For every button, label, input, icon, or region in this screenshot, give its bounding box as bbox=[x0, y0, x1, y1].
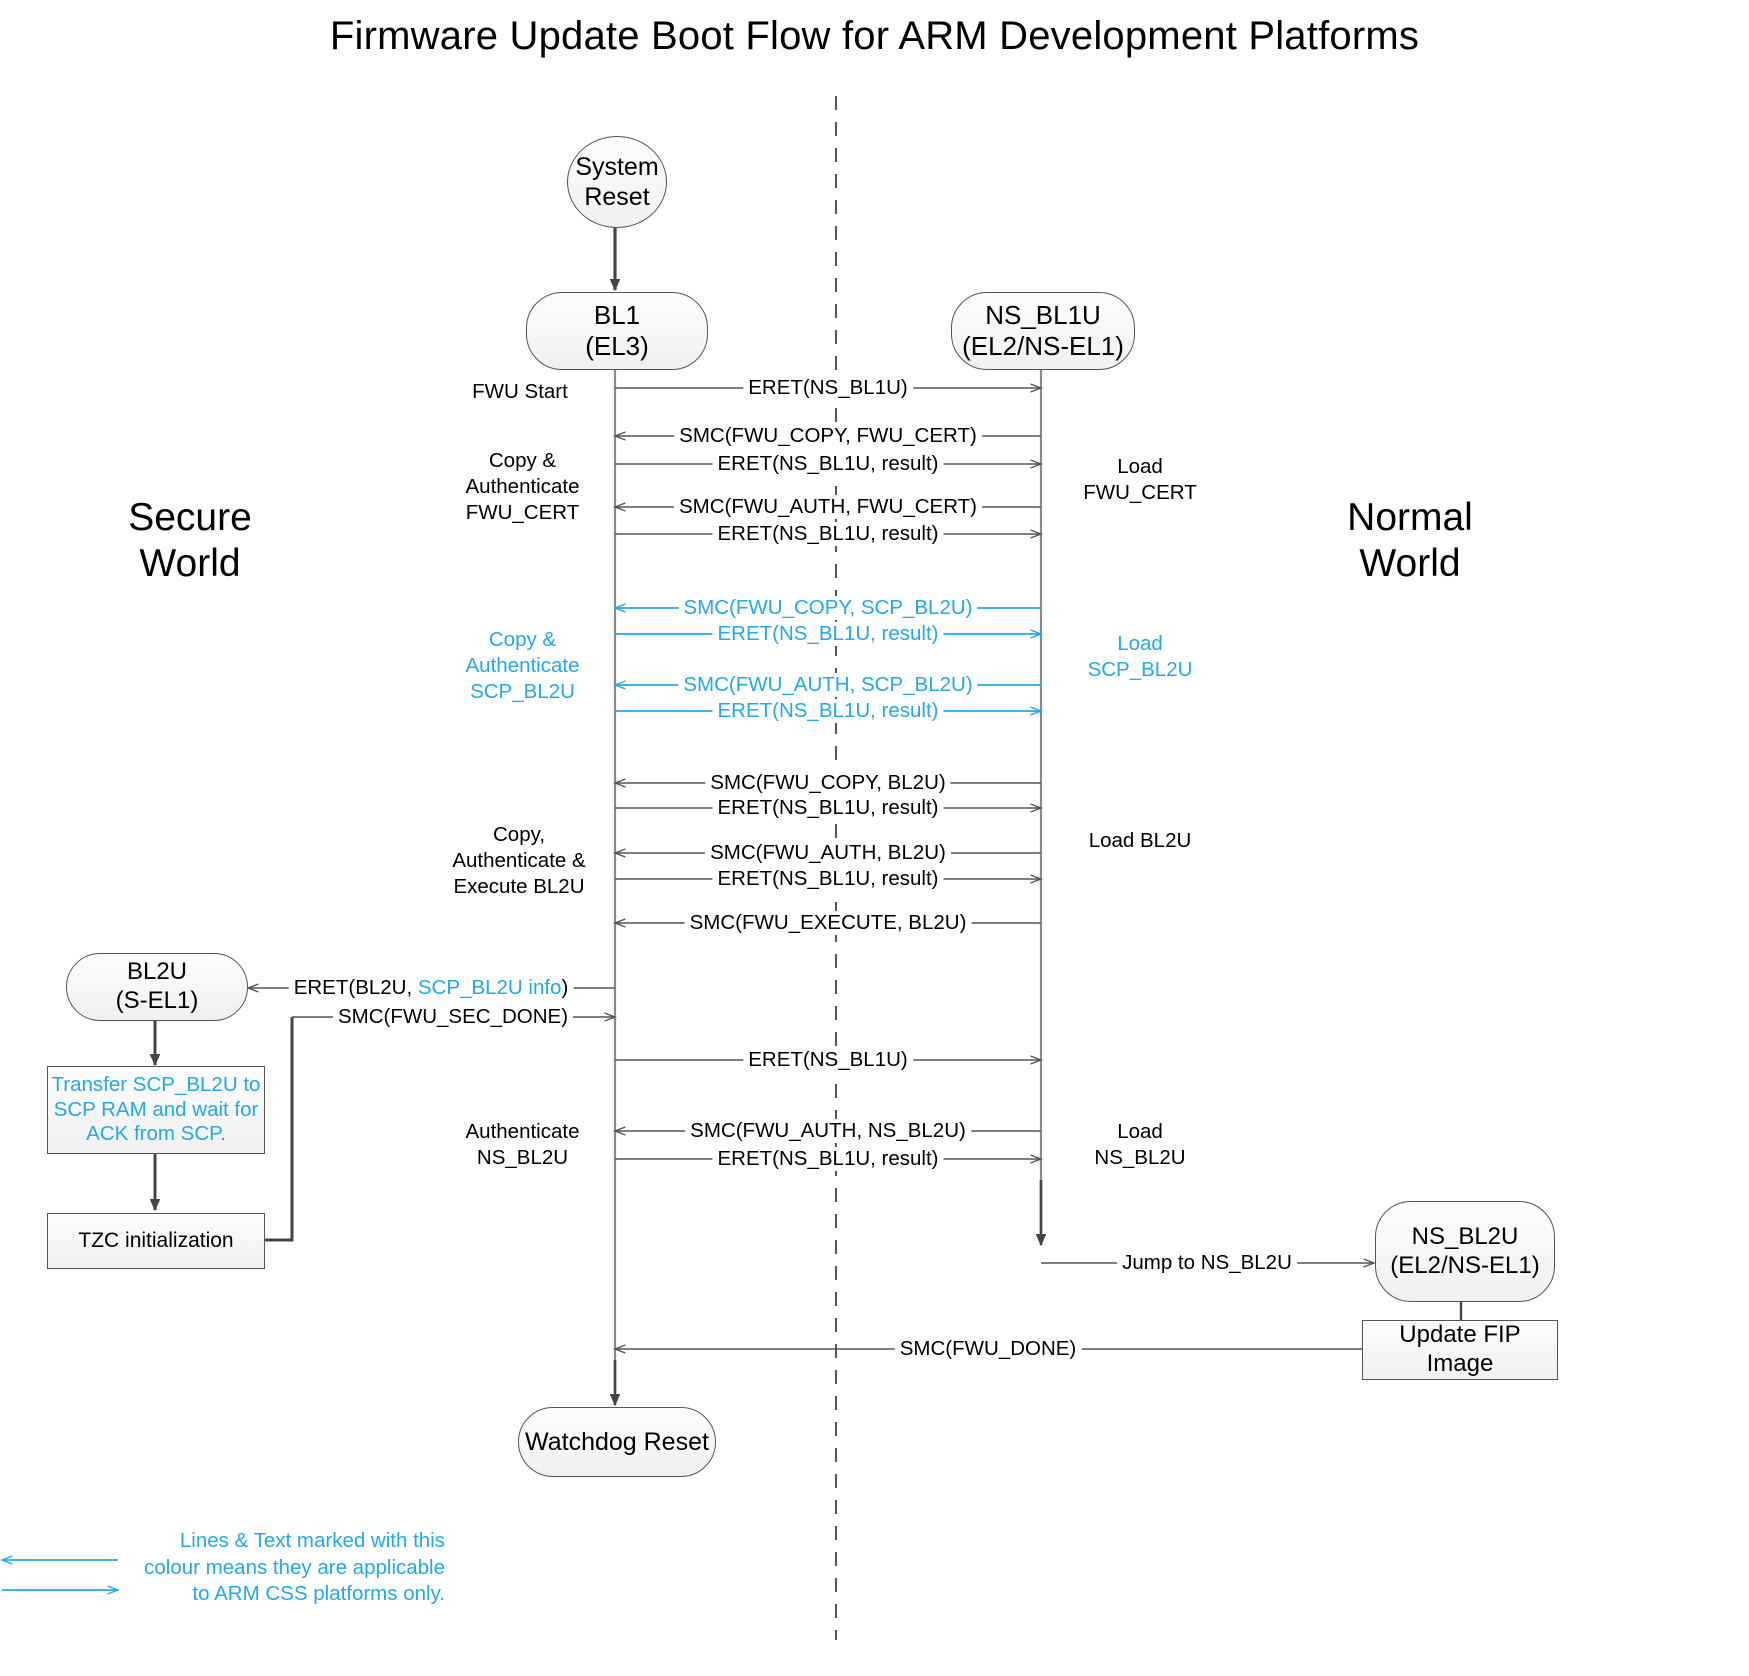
message-m15-part-b: SCP_BL2U info bbox=[417, 976, 562, 999]
message-m15-part-c: ) bbox=[561, 976, 569, 999]
message-label-m16: SMC(FWU_SEC_DONE) bbox=[332, 1005, 574, 1029]
message-label-m13: ERET(NS_BL1U, result) bbox=[712, 867, 944, 891]
node-ns-bl2u[interactable]: NS_BL2U (EL2/NS-EL1) bbox=[1375, 1201, 1555, 1302]
message-label-m2: SMC(FWU_COPY, FWU_CERT) bbox=[674, 424, 982, 448]
message-label-m8: SMC(FWU_AUTH, SCP_BL2U) bbox=[678, 673, 978, 697]
message-label-m7: ERET(NS_BL1U, result) bbox=[712, 622, 944, 646]
message-label-m14: SMC(FWU_EXECUTE, BL2U) bbox=[684, 911, 972, 935]
message-m15-part-a: ERET(BL2U, bbox=[293, 976, 418, 999]
node-bl1[interactable]: BL1 (EL3) bbox=[526, 292, 708, 370]
arrow-tzc-to-secdone bbox=[265, 1017, 294, 1242]
legend-text: Lines & Text marked with this colour mea… bbox=[144, 1529, 445, 1606]
message-label-m20: Jump to NS_BL2U bbox=[1117, 1251, 1297, 1275]
message-label-m10: SMC(FWU_COPY, BL2U) bbox=[705, 771, 951, 795]
node-system-reset[interactable]: System Reset bbox=[567, 136, 667, 228]
message-label-m15: ERET(BL2U, SCP_BL2U info) bbox=[288, 976, 574, 1000]
node-tzc-initialization[interactable]: TZC initialization bbox=[47, 1213, 265, 1269]
right-annotation-load-bl2u: Load BL2U bbox=[1088, 829, 1192, 852]
secure-world-label: Secure World bbox=[128, 496, 252, 586]
right-annotation-load-scp-bl2u: Load SCP_BL2U bbox=[1087, 632, 1193, 682]
message-label-m9: ERET(NS_BL1U, result) bbox=[712, 699, 944, 723]
left-annotation-copy-auth-scp-bl2u: Copy & Authenticate SCP_BL2U bbox=[465, 628, 580, 704]
left-annotation-authenticate-ns-bl2u: Authenticate NS_BL2U bbox=[465, 1120, 580, 1170]
node-watchdog-reset[interactable]: Watchdog Reset bbox=[518, 1407, 716, 1477]
page-title: Firmware Update Boot Flow for ARM Develo… bbox=[329, 14, 1420, 58]
normal-world-label: Normal World bbox=[1347, 496, 1473, 586]
left-annotation-fwu-start: FWU Start bbox=[472, 380, 568, 403]
node-transfer-scp-bl2u[interactable]: Transfer SCP_BL2U to SCP RAM and wait fo… bbox=[47, 1066, 265, 1154]
right-annotation-load-fwu-cert: Load FWU_CERT bbox=[1083, 455, 1197, 505]
message-label-m1: ERET(NS_BL1U) bbox=[743, 376, 913, 400]
message-label-m17: ERET(NS_BL1U) bbox=[743, 1048, 913, 1072]
message-label-m12: SMC(FWU_AUTH, BL2U) bbox=[705, 841, 951, 865]
right-annotation-load-ns-bl2u: Load NS_BL2U bbox=[1094, 1120, 1186, 1170]
message-label-m5: ERET(NS_BL1U, result) bbox=[712, 522, 944, 546]
node-ns-bl1u[interactable]: NS_BL1U (EL2/NS-EL1) bbox=[951, 292, 1135, 370]
message-label-m6: SMC(FWU_COPY, SCP_BL2U) bbox=[678, 596, 978, 620]
arrow-m16 bbox=[264, 1017, 294, 1242]
message-label-m11: ERET(NS_BL1U, result) bbox=[712, 796, 944, 820]
node-bl2u[interactable]: BL2U (S-EL1) bbox=[66, 953, 248, 1021]
left-annotation-copy-auth-exec-bl2u: Copy, Authenticate & Execute BL2U bbox=[452, 823, 586, 899]
left-annotation-copy-auth-fwu-cert: Copy & Authenticate FWU_CERT bbox=[465, 449, 580, 525]
message-label-m3: ERET(NS_BL1U, result) bbox=[712, 452, 944, 476]
message-label-m19: ERET(NS_BL1U, result) bbox=[712, 1147, 944, 1171]
message-label-m4: SMC(FWU_AUTH, FWU_CERT) bbox=[674, 495, 982, 519]
message-label-m18: SMC(FWU_AUTH, NS_BL2U) bbox=[685, 1119, 971, 1143]
message-label-m21: SMC(FWU_DONE) bbox=[894, 1337, 1082, 1361]
node-update-fip-image[interactable]: Update FIP Image bbox=[1362, 1320, 1558, 1380]
